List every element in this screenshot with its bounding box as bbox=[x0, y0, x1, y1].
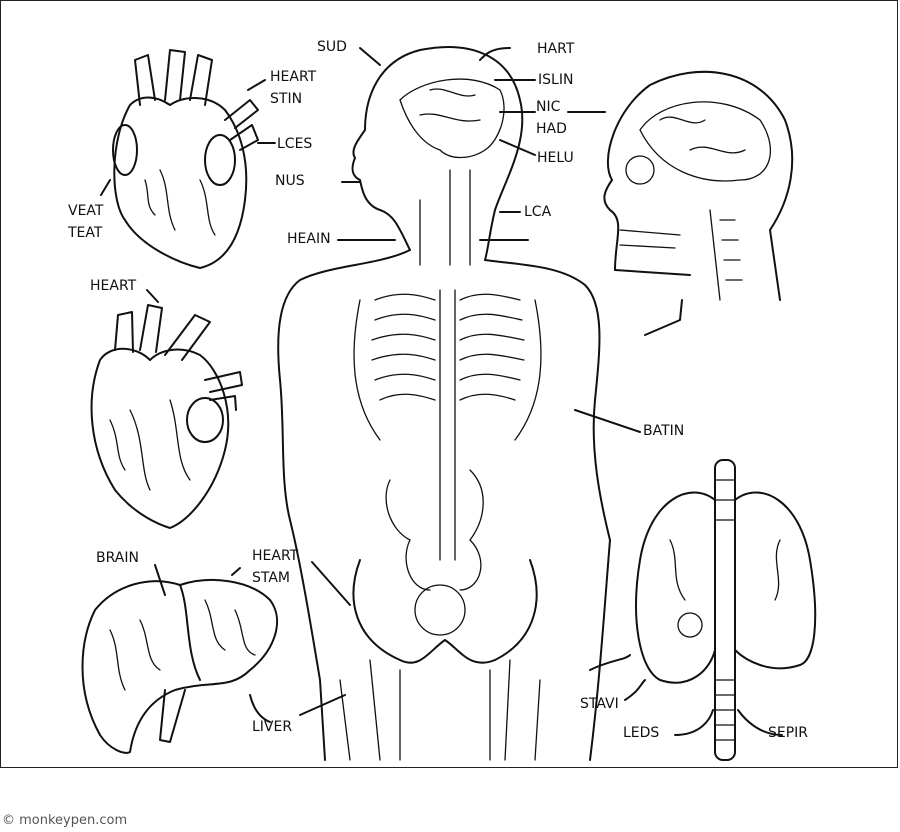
label-liver: LIVER bbox=[252, 719, 293, 735]
label-batin: BATIN bbox=[643, 423, 685, 439]
label-heain: HEAIN bbox=[287, 231, 331, 247]
heart-illustration-middle bbox=[90, 304, 243, 529]
label-brain: BRAIN bbox=[96, 550, 139, 566]
label-heart: HEART bbox=[90, 278, 137, 294]
label-stavi: STAVI bbox=[580, 696, 619, 712]
label-sud: SUD bbox=[317, 39, 347, 55]
label-nus: NUS bbox=[275, 173, 305, 189]
copyright-footer: © monkeypen.com bbox=[2, 813, 128, 828]
human-body-illustration bbox=[277, 46, 611, 761]
lungs-illustration bbox=[635, 459, 817, 761]
label-sepir: SEPIR bbox=[768, 725, 809, 741]
skull-illustration bbox=[603, 70, 794, 336]
diagram-frame bbox=[0, 0, 898, 768]
label-hart: HART bbox=[537, 41, 575, 57]
label-lces: LCES bbox=[277, 136, 313, 152]
liver-illustration bbox=[81, 579, 279, 754]
label-leds: LEDS bbox=[623, 725, 660, 741]
label-islin: ISLIN bbox=[538, 72, 574, 88]
heart-illustration-top bbox=[112, 49, 259, 269]
label-lca: LCA bbox=[524, 204, 552, 220]
leader-lines bbox=[100, 47, 783, 736]
label-helu: HELU bbox=[537, 150, 574, 166]
